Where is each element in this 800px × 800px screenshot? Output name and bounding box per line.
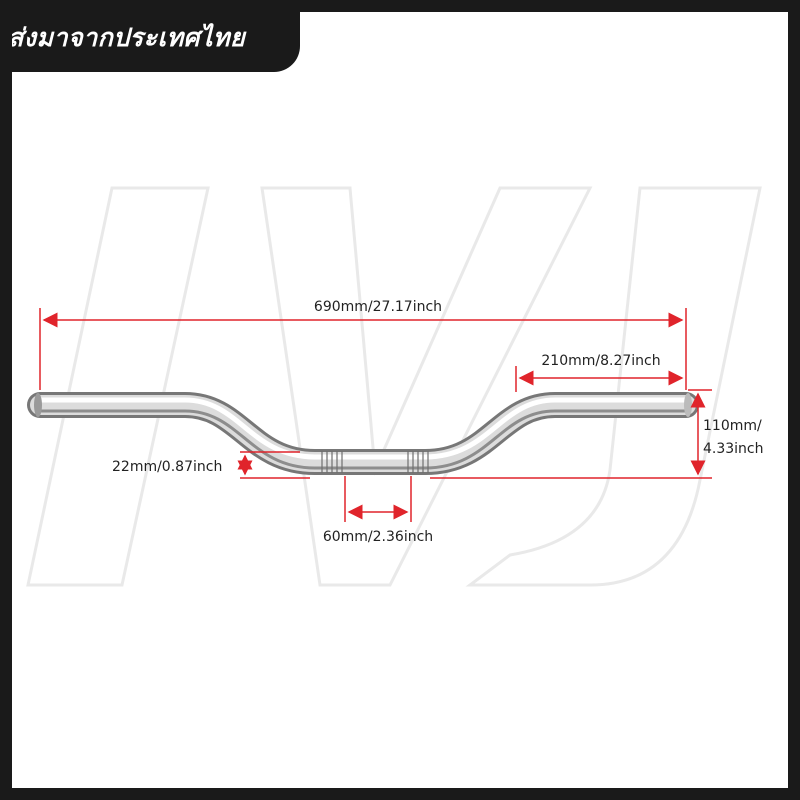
- knurl-left: [321, 451, 343, 473]
- shipping-banner: ส่งมาจากประเทศไทย: [0, 0, 300, 72]
- dimension-lines: [39, 308, 712, 522]
- rise-label-line2: 4.33inch: [703, 441, 764, 457]
- diameter-label: 22mm/0.87inch: [112, 459, 222, 475]
- banner-text: ส่งมาจากประเทศไทย: [8, 23, 246, 52]
- knurl-spacing-label: 60mm/2.36inch: [323, 529, 433, 545]
- knurl-right: [407, 451, 429, 473]
- end-length-label: 210mm/8.27inch: [541, 353, 660, 369]
- rise-label-line1: 110mm/: [703, 418, 762, 434]
- handlebar: [27, 392, 699, 475]
- overall-width-label: 690mm/27.17inch: [314, 299, 442, 315]
- watermark-logo: [26, 186, 762, 587]
